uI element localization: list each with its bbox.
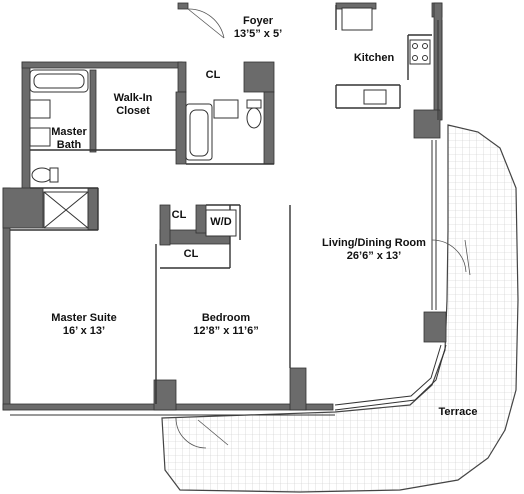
closet-left-text: CL (171, 209, 187, 221)
kitchen-label: Kitchen (344, 52, 404, 65)
living-dim: 26’6” x 13’ (346, 250, 402, 263)
foyer-label: Foyer 13’5” x 5’ (218, 15, 298, 41)
walkin-line2: Closet (116, 105, 150, 118)
closet-top-text: CL (205, 69, 221, 81)
wd-label: W/D (206, 216, 236, 229)
bedroom-label: Bedroom 12’8” x 11’6” (176, 312, 276, 338)
closet-top-label: CL (196, 69, 230, 82)
foyer-name: Foyer (243, 15, 273, 27)
master-suite-dim: 16’ x 13’ (62, 325, 106, 338)
fixtures (29, 7, 431, 237)
walkin-label: Walk-In Closet (98, 92, 168, 118)
wd-text: W/D (210, 216, 232, 228)
living-name: Living/Dining Room (322, 237, 426, 249)
master-suite-name: Master Suite (51, 312, 117, 324)
kitchen-name: Kitchen (353, 52, 395, 64)
closet-left-label: CL (164, 209, 194, 222)
terrace-area (161, 124, 519, 493)
bedroom-dim: 12’8” x 11’6” (193, 325, 259, 338)
interior-floor (5, 5, 440, 410)
terrace-label: Terrace (428, 406, 488, 419)
closet-mid-label: CL (176, 248, 206, 261)
master-bath-line1: Master (51, 126, 87, 138)
foyer-dim: 13’5” x 5’ (233, 28, 283, 41)
windows (10, 20, 447, 416)
master-suite-label: Master Suite 16’ x 13’ (34, 312, 134, 338)
master-bath-label: Master Bath (46, 126, 92, 152)
living-label: Living/Dining Room 26’6” x 13’ (306, 237, 442, 263)
closet-mid-text: CL (183, 248, 199, 260)
master-bath-line2: Bath (56, 139, 82, 152)
bedroom-name: Bedroom (201, 312, 251, 324)
door-swings (175, 8, 471, 449)
walkin-line1: Walk-In (113, 92, 153, 104)
terrace-name: Terrace (438, 406, 478, 418)
